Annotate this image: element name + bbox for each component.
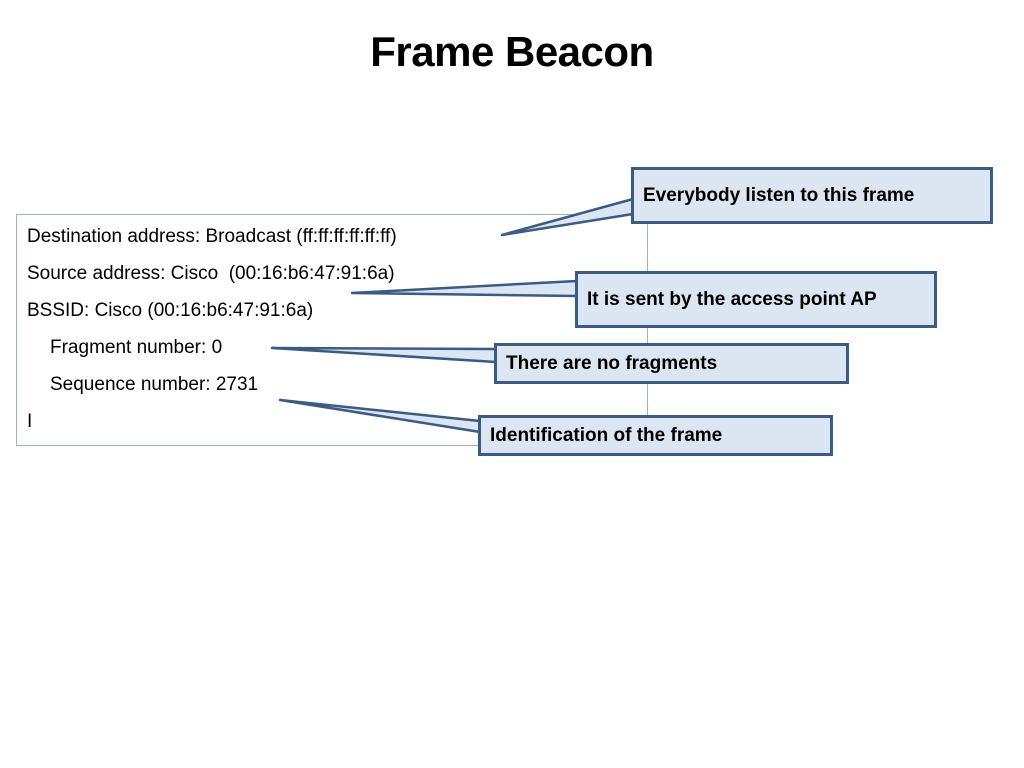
callout-source: It is sent by the access point AP [575,271,937,328]
source-address-field: Source address: Cisco (00:16:b6:47:91:6a… [27,263,395,284]
callout-fragment-text: There are no fragments [506,352,718,374]
callout-sequence: Identification of the frame [478,415,833,456]
frame-fields-box [16,214,648,446]
callout-sequence-text: Identification of the frame [490,424,723,446]
fragment-number-field: Fragment number: 0 [50,337,223,358]
slide-title: Frame Beacon [370,28,654,75]
text-cursor: I [27,411,33,432]
sequence-number-field: Sequence number: 2731 [50,374,259,395]
callout-broadcast: Everybody listen to this frame [631,167,993,224]
callout-source-text: It is sent by the access point AP [587,288,877,310]
callout-broadcast-text: Everybody listen to this frame [643,184,915,206]
callout-fragment: There are no fragments [494,343,849,384]
destination-address-field: Destination address: Broadcast (ff:ff:ff… [27,226,397,247]
bssid-field: BSSID: Cisco (00:16:b6:47:91:6a) [27,300,314,321]
